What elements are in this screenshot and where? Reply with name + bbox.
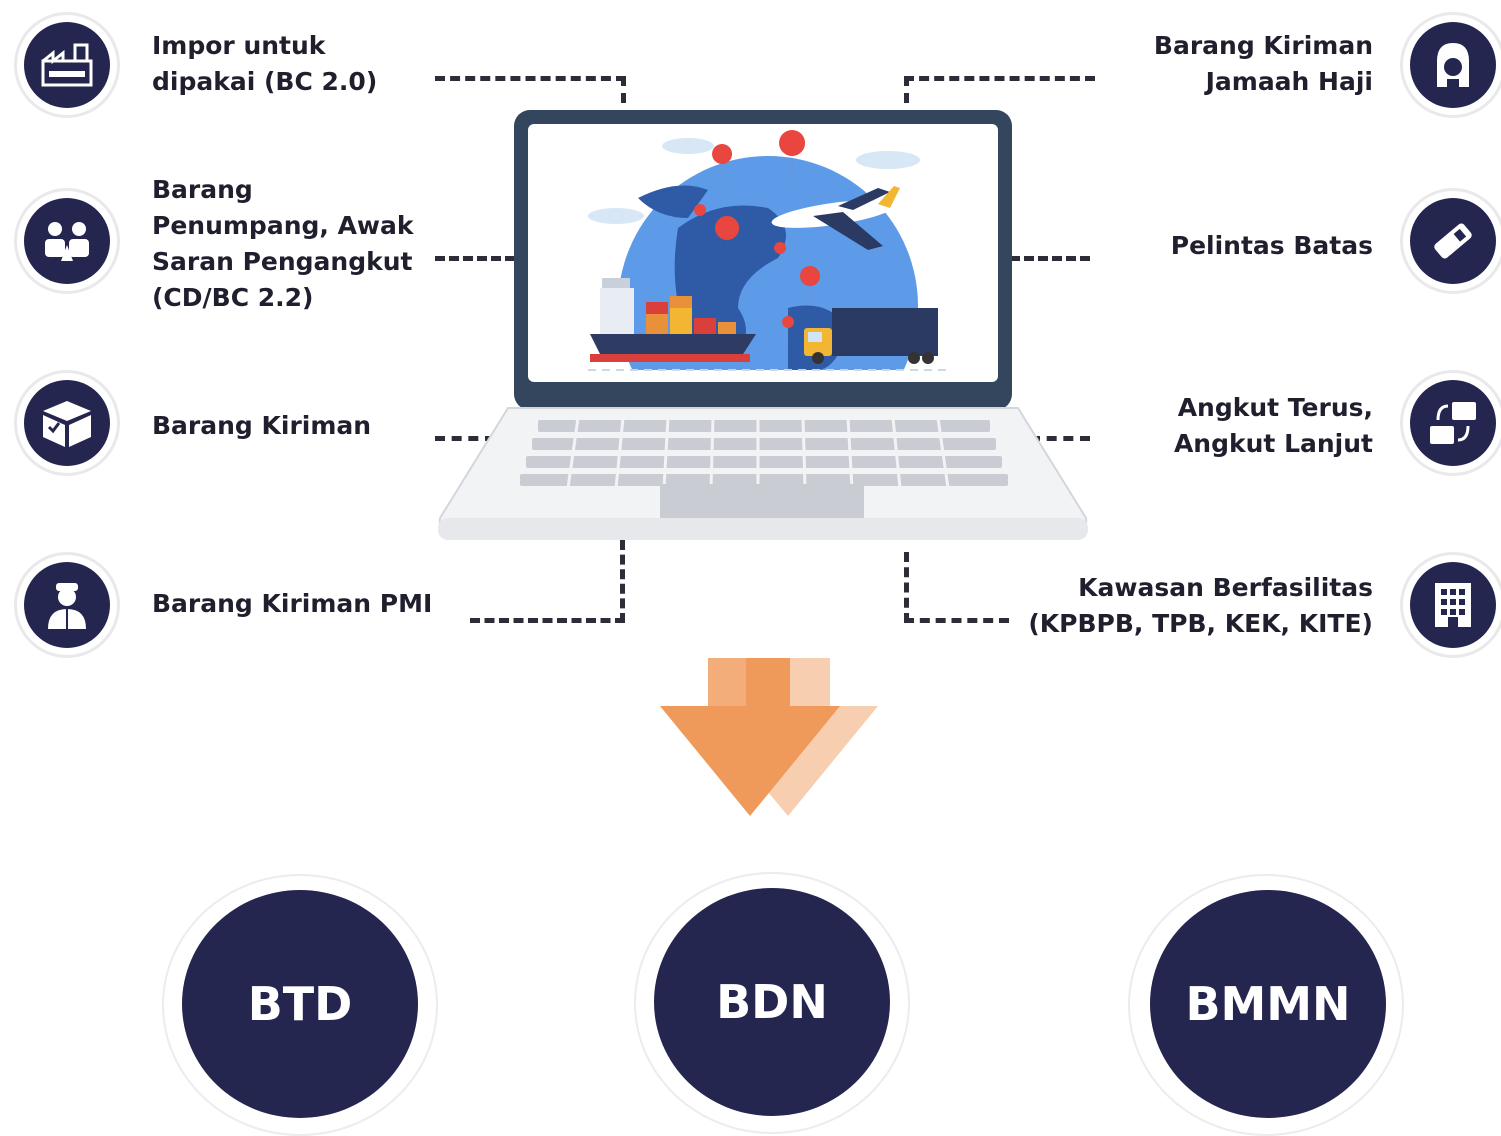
label-pmi: Barang Kiriman PMI	[152, 589, 433, 618]
building-icon	[1410, 562, 1496, 648]
label-angkut: Angkut Terus,Angkut Lanjut	[1173, 393, 1373, 458]
connector-pelintas	[1010, 256, 1090, 261]
label-pelintas: Pelintas Batas	[1170, 231, 1373, 260]
connector-pmi	[470, 540, 625, 623]
pass-card-icon	[1410, 198, 1496, 284]
outcome-bmmn-circle: BMMN	[1150, 890, 1386, 1118]
connector-haji	[904, 76, 1095, 103]
connector-angkut	[1030, 436, 1090, 441]
transfer-containers-icon	[1410, 380, 1496, 466]
factory-icon-wrap	[14, 12, 120, 118]
connector-kiriman	[435, 436, 495, 441]
outcome-bdn-circle: BDN	[654, 888, 890, 1116]
connector-penumpang	[435, 256, 515, 261]
laptop-logistics-illustration	[438, 108, 1088, 548]
connector-impor	[435, 76, 626, 103]
outcome-btd-circle: BTD	[182, 890, 418, 1118]
passengers-icon	[24, 198, 110, 284]
worker-icon	[24, 562, 110, 648]
down-arrow-icon	[656, 656, 882, 820]
connector-kawasan	[904, 552, 1009, 623]
package-icon	[24, 380, 110, 466]
factory-icon	[24, 22, 110, 108]
label-kiriman: Barang Kiriman	[152, 411, 372, 440]
hajj-pilgrim-icon	[1410, 22, 1496, 108]
label-kawasan: Kawasan Berfasilitas(KPBPB, TPB, KEK, KI…	[1028, 573, 1373, 638]
